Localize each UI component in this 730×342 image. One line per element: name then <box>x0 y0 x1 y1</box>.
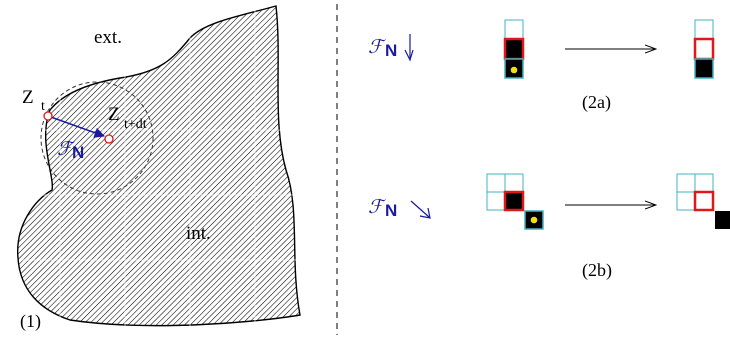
cell-diagonal-right <box>715 211 730 229</box>
point-zt <box>43 111 53 121</box>
marker-dot-2b <box>530 216 538 224</box>
cell-bottom-right <box>694 58 714 79</box>
label-flux-1: ℱ <box>57 139 75 160</box>
marker-dot <box>510 66 518 74</box>
neighbourhood-circle <box>40 81 154 195</box>
grid-2b-right <box>676 173 714 211</box>
caption-2a: (2a) <box>582 92 611 113</box>
cell-active-left <box>503 190 525 212</box>
panel-2a: ℱ N (2a) <box>368 19 715 113</box>
panel-2b: ℱ N (2b) <box>368 173 730 281</box>
flux-direction-down-icon <box>404 34 414 62</box>
cell-top-right <box>694 19 714 40</box>
point-ztdt <box>104 134 114 144</box>
cell-active-right <box>693 190 715 212</box>
flux-vector <box>47 115 105 138</box>
label-ext: ext. <box>94 27 122 48</box>
flux-direction-diagonal-icon <box>410 200 431 219</box>
panel-1: ext. int. Z t Z t+dt ℱ N (1) <box>17 5 301 332</box>
label-flux-2a: ℱ <box>368 37 386 58</box>
label-flux-2b-n: N <box>385 201 397 220</box>
label-flux-2a-n: N <box>385 41 397 60</box>
grid-lines <box>20 10 300 330</box>
label-int: int. <box>186 223 211 244</box>
label-flux-2b: ℱ <box>368 197 386 218</box>
caption-2b: (2b) <box>582 260 612 281</box>
label-ztdt: Z <box>108 104 120 125</box>
interior-region <box>17 5 301 327</box>
cell-mid-right <box>693 37 715 61</box>
label-zt: Z <box>22 87 34 108</box>
cell-top-left <box>504 19 524 40</box>
label-ztdt-sub: t+dt <box>124 117 147 132</box>
grid-2b-left <box>486 173 524 211</box>
caption-1: (1) <box>20 311 41 332</box>
cell-mid-left <box>503 37 525 61</box>
label-flux-1-n: N <box>72 143 84 162</box>
label-zt-sub: t <box>41 99 45 114</box>
